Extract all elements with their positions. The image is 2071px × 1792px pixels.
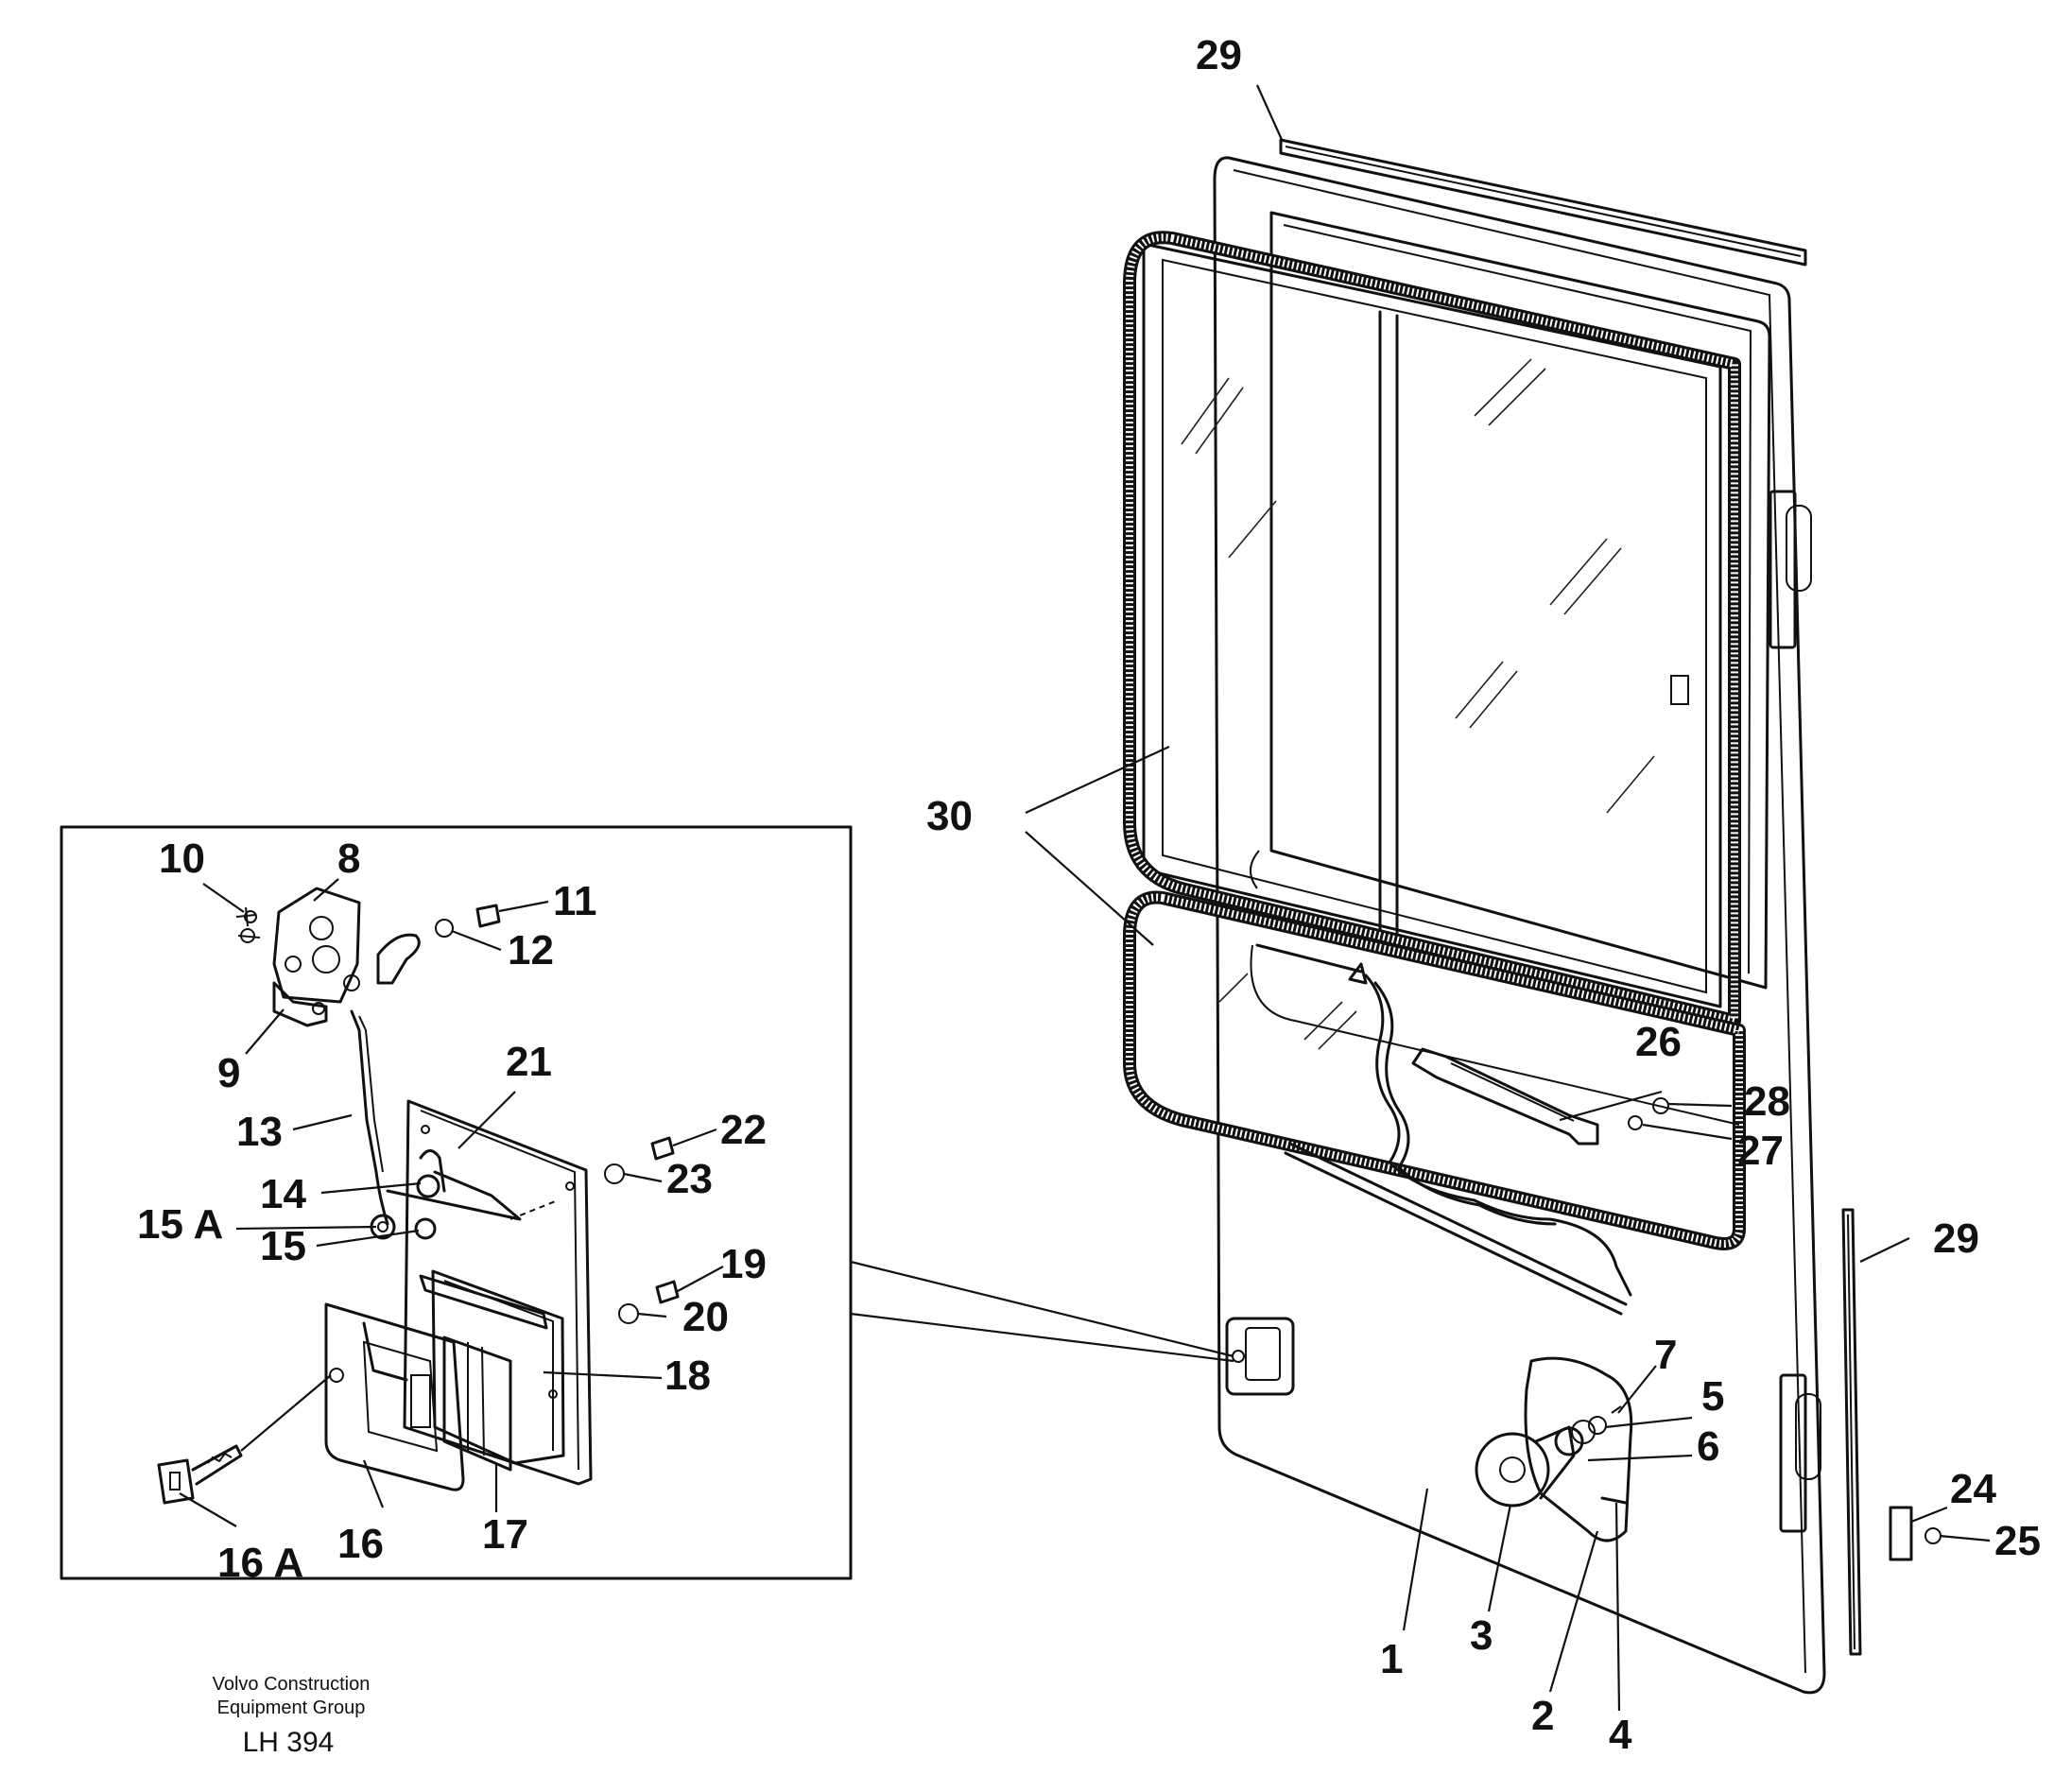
lock-detail-inset — [60, 825, 1234, 1580]
window-gasket-upper — [1123, 231, 1741, 1027]
label-13: 13 — [236, 1109, 283, 1155]
label-1: 1 — [1380, 1636, 1403, 1682]
label-2: 2 — [1531, 1693, 1554, 1739]
inset-connector-lower — [850, 1312, 1234, 1363]
caption-line-1: Volvo Construction — [213, 1674, 371, 1695]
label-29-top: 29 — [1196, 32, 1242, 78]
label-19: 19 — [720, 1241, 767, 1287]
label-8: 8 — [337, 836, 360, 882]
label-5: 5 — [1701, 1373, 1724, 1420]
label-15: 15 — [260, 1223, 306, 1269]
outer-handle-recess — [1225, 1317, 1295, 1396]
handle-housing-18 — [431, 1269, 565, 1465]
label-4: 4 — [1609, 1712, 1632, 1758]
label-12: 12 — [508, 927, 554, 974]
upper-hinge — [1769, 490, 1797, 649]
window-gasket-lower — [1123, 890, 1746, 1250]
label-23: 23 — [666, 1156, 713, 1202]
label-26: 26 — [1635, 1019, 1682, 1065]
lower-hinge — [1779, 1373, 1807, 1533]
label-30: 30 — [926, 793, 973, 839]
leader-lines — [179, 84, 1991, 1712]
label-27: 27 — [1737, 1128, 1784, 1174]
label-25: 25 — [1994, 1518, 2041, 1564]
sliding-window-frame — [1142, 242, 1722, 1008]
label-21: 21 — [506, 1039, 552, 1085]
inner-handle — [1411, 1047, 1599, 1146]
label-15a: 15 A — [137, 1201, 223, 1248]
label-17: 17 — [482, 1511, 528, 1558]
caption-line-2: Equipment Group — [217, 1697, 366, 1718]
outer-handle-16 — [324, 1302, 465, 1491]
label-16a: 16 A — [217, 1540, 303, 1586]
label-10: 10 — [159, 836, 205, 882]
label-24: 24 — [1950, 1466, 1996, 1512]
lock-mechanism-8 — [272, 887, 361, 1004]
label-11: 11 — [553, 878, 597, 924]
label-18: 18 — [664, 1353, 711, 1399]
nut-28 — [1652, 1097, 1669, 1114]
inset-connector-upper — [850, 1260, 1234, 1358]
label-20: 20 — [682, 1294, 729, 1340]
cover-plate-21 — [403, 1099, 593, 1486]
label-9: 9 — [217, 1050, 240, 1096]
caption-block: Volvo Construction Equipment Group LH 39… — [213, 1674, 371, 1758]
key-16a — [157, 1458, 195, 1505]
label-22: 22 — [720, 1107, 767, 1153]
label-29-right: 29 — [1933, 1215, 1979, 1262]
label-28: 28 — [1744, 1078, 1790, 1125]
label-16: 16 — [337, 1521, 384, 1567]
door-panel — [1213, 156, 1826, 1695]
lock-plate — [1524, 1356, 1633, 1542]
caption-code: LH 394 — [243, 1727, 335, 1758]
seal-strip-top — [1279, 138, 1807, 267]
label-6: 6 — [1697, 1423, 1719, 1470]
callout-labels: 29 30 26 28 27 29 7 5 6 24 25 1 3 2 4 10… — [137, 32, 2041, 1758]
door-assembly — [1123, 138, 1942, 1695]
door-window-opening — [1269, 211, 1771, 990]
glass-reflections — [1181, 358, 1655, 1050]
rod-13 — [350, 1009, 389, 1226]
bracket-24 — [1889, 1506, 1913, 1561]
label-3: 3 — [1470, 1612, 1493, 1659]
inset-frame — [60, 825, 853, 1580]
seal-strip-right — [1841, 1208, 1862, 1656]
label-14: 14 — [260, 1171, 306, 1217]
label-7: 7 — [1654, 1332, 1677, 1378]
washer-27 — [1628, 1115, 1643, 1130]
knob — [1475, 1432, 1550, 1508]
bracket-17 — [419, 1274, 548, 1330]
